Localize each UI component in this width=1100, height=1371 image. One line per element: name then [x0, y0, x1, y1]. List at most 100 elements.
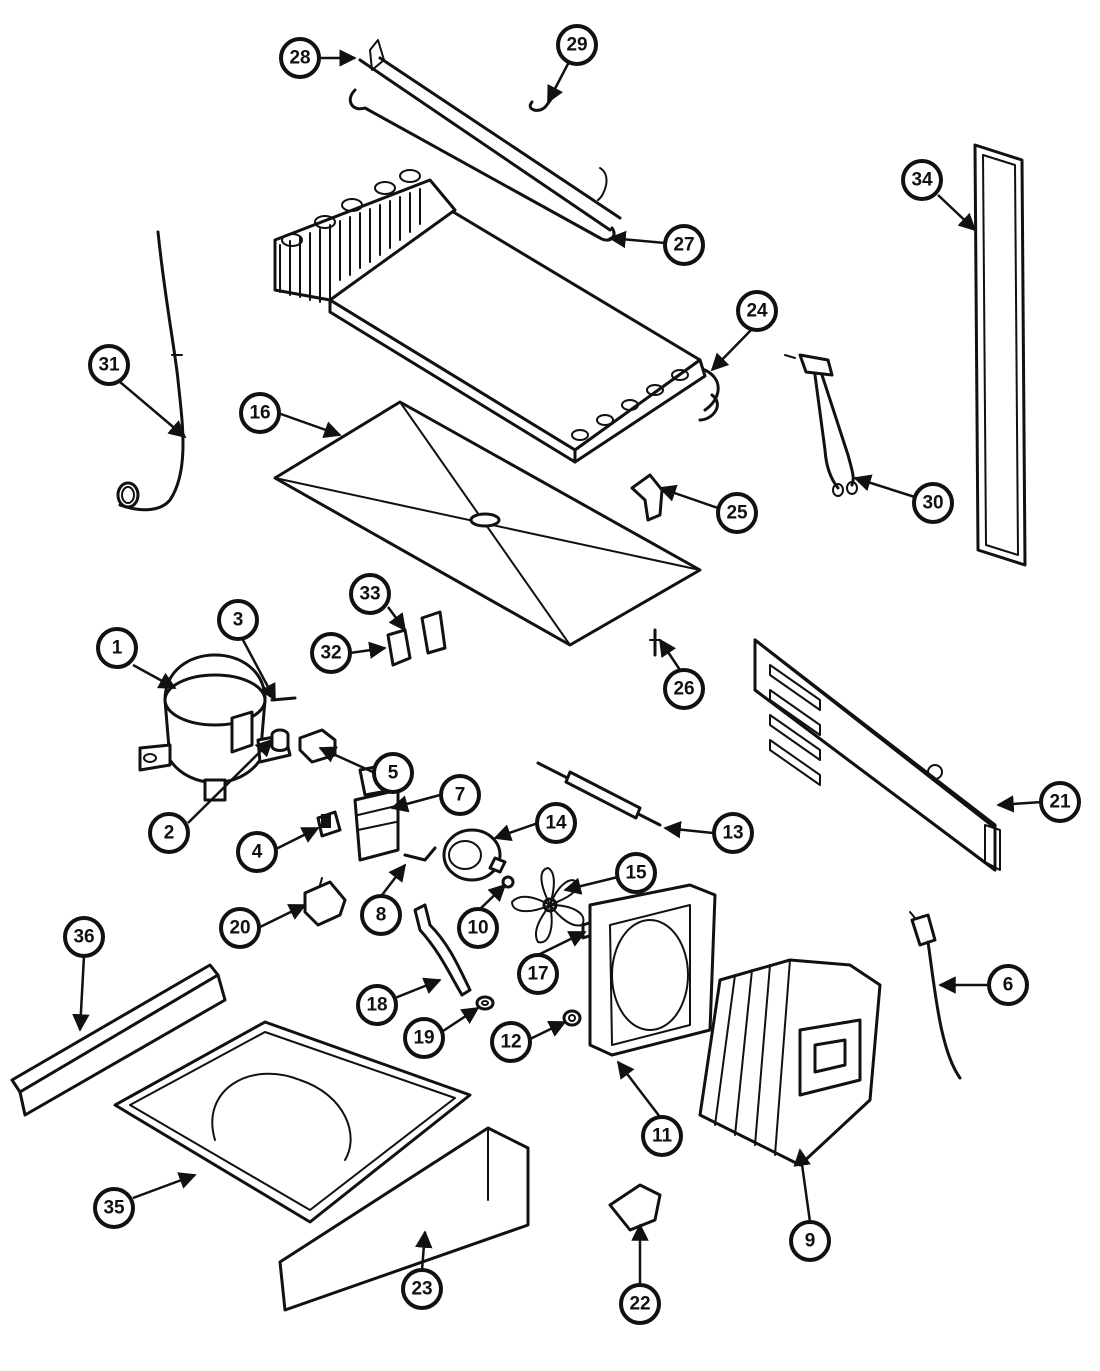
callout-27: 27 — [663, 224, 705, 266]
callout-label: 21 — [1049, 792, 1071, 813]
callout-label: 22 — [629, 1294, 650, 1315]
callout-label: 6 — [1003, 975, 1014, 996]
part-screw — [649, 628, 661, 657]
callout-2: 2 — [148, 812, 190, 854]
callout-34: 34 — [901, 159, 943, 201]
part-relay-cover — [298, 728, 337, 764]
callout-12: 12 — [490, 1021, 532, 1063]
callout-label: 32 — [320, 643, 341, 664]
callout-13: 13 — [712, 812, 754, 854]
part-fan-shroud — [588, 883, 717, 1057]
part-drain-tube — [116, 230, 185, 512]
part-bracket-strap — [413, 903, 472, 997]
callout-label: 31 — [98, 355, 120, 376]
callout-label: 3 — [233, 610, 244, 631]
part-fan-motor — [442, 828, 507, 882]
callout-23: 23 — [401, 1268, 443, 1310]
callout-1: 1 — [96, 627, 138, 669]
callout-label: 20 — [229, 918, 250, 939]
callout-16: 16 — [239, 392, 281, 434]
callout-3: 3 — [217, 599, 259, 641]
callout-label: 30 — [922, 493, 943, 514]
callout-label: 4 — [252, 842, 263, 863]
part-drier — [536, 761, 662, 827]
callout-36: 36 — [63, 916, 105, 958]
callout-21: 21 — [1039, 781, 1081, 823]
callout-4: 4 — [236, 831, 278, 873]
part-evaporator — [273, 169, 720, 464]
callout-label: 14 — [545, 813, 567, 834]
leader-lines — [72, 49, 1043, 1285]
callout-26: 26 — [663, 668, 705, 710]
callout-label: 13 — [722, 823, 743, 844]
callout-label: 18 — [366, 995, 387, 1016]
part-clip — [528, 96, 554, 112]
callout-label: 26 — [673, 679, 694, 700]
callout-32: 32 — [310, 632, 352, 674]
callout-label: 29 — [566, 35, 587, 56]
callout-18: 18 — [356, 984, 398, 1026]
part-3 — [270, 696, 297, 702]
callout-24: 24 — [736, 290, 778, 332]
callout-6: 6 — [987, 964, 1029, 1006]
callout-label: 10 — [467, 918, 488, 939]
part-compressor — [138, 653, 292, 802]
callout-33: 33 — [349, 573, 391, 615]
part-12 — [562, 1009, 582, 1027]
callout-label: 23 — [411, 1279, 432, 1300]
part-panel — [278, 1126, 530, 1312]
callout-11: 11 — [641, 1115, 683, 1157]
callout-label: 5 — [388, 763, 399, 784]
part-grommet — [270, 728, 290, 752]
part-overload — [316, 810, 342, 838]
part-clip-8 — [403, 846, 437, 862]
callout-9: 9 — [789, 1220, 831, 1262]
callout-label: 8 — [376, 905, 387, 926]
callout-label: 24 — [746, 301, 768, 322]
part-angle-strip — [10, 963, 227, 1117]
callout-label: 25 — [726, 503, 748, 524]
callout-label: 35 — [103, 1198, 125, 1219]
callout-7: 7 — [439, 774, 481, 816]
callout-25: 25 — [716, 492, 758, 534]
callout-label: 15 — [625, 863, 647, 884]
part-power-cord — [909, 911, 962, 1080]
callout-label: 19 — [413, 1028, 434, 1049]
part-drain-tray — [113, 1020, 472, 1224]
part-switch — [303, 877, 347, 927]
callout-label: 11 — [652, 1126, 673, 1147]
part-rear-panel — [753, 638, 1001, 872]
part-22 — [608, 1183, 662, 1232]
callout-label: 16 — [249, 403, 270, 424]
callout-label: 7 — [455, 785, 466, 806]
callout-29: 29 — [556, 24, 598, 66]
part-gasket-strip — [973, 143, 1027, 567]
part-fan-blade — [511, 867, 585, 944]
callout-20: 20 — [219, 907, 261, 949]
callout-19: 19 — [403, 1017, 445, 1059]
callout-label: 9 — [805, 1231, 816, 1252]
callout-label: 28 — [289, 48, 310, 69]
callout-label: 12 — [500, 1032, 521, 1053]
callout-label: 1 — [112, 638, 123, 659]
part-bracket — [630, 473, 664, 522]
callout-label: 17 — [527, 964, 548, 985]
callout-8: 8 — [360, 894, 402, 936]
callout-label: 34 — [911, 170, 933, 191]
part-condensate-tube — [348, 39, 622, 242]
callout-label: 2 — [164, 823, 175, 844]
part-thermostat — [784, 353, 858, 497]
callout-35: 35 — [93, 1187, 135, 1229]
callout-14: 14 — [535, 802, 577, 844]
callout-5: 5 — [372, 752, 414, 794]
callout-label: 36 — [73, 927, 94, 948]
callout-22: 22 — [619, 1283, 661, 1325]
part-condenser — [698, 958, 882, 1167]
callout-15: 15 — [615, 852, 657, 894]
callout-label: 27 — [673, 235, 694, 256]
part-drain-pan — [273, 400, 702, 647]
callout-10: 10 — [457, 907, 499, 949]
part-clips — [386, 610, 447, 667]
callout-label: 33 — [359, 584, 380, 605]
